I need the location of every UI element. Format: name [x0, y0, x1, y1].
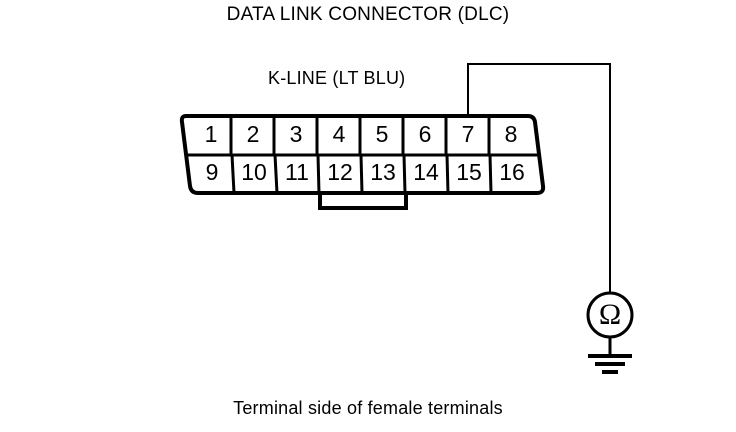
pin-label-3: 3 [290, 121, 303, 147]
cell-divider-bottom-5 [402, 154, 407, 194]
pin-label-6: 6 [419, 121, 432, 147]
k-line-wire-label: K-LINE (LT BLU) [268, 68, 406, 88]
pin-label-15: 15 [456, 159, 482, 185]
cell-divider-bottom-1 [230, 154, 236, 194]
pin-label-2: 2 [247, 121, 260, 147]
pin-label-16: 16 [499, 159, 525, 185]
pin-label-13: 13 [370, 159, 396, 185]
pin-label-5: 5 [376, 121, 389, 147]
pin-label-14: 14 [413, 159, 439, 185]
cell-divider-bottom-4 [359, 154, 364, 194]
cell-divider-bottom-2 [273, 154, 279, 194]
pin-label-8: 8 [505, 121, 518, 147]
cell-divider-bottom-3 [316, 154, 321, 194]
pin-label-11: 11 [285, 159, 309, 185]
page-title: DATA LINK CONNECTOR (DLC) [226, 4, 510, 25]
pin-label-9: 9 [206, 159, 219, 185]
ohm-symbol: Ω [599, 298, 621, 331]
cell-divider-bottom-6 [445, 154, 450, 194]
pin-label-7: 7 [462, 121, 475, 147]
connector-keying-tab [318, 191, 408, 210]
diagram-caption: Terminal side of female terminals [233, 398, 503, 418]
pin-label-12: 12 [327, 159, 353, 185]
k-line-wire-path [467, 63, 611, 293]
pin-label-4: 4 [333, 121, 346, 147]
pin-label-1: 1 [205, 121, 218, 147]
connector-outline [179, 114, 546, 195]
cell-divider-bottom-7 [488, 154, 493, 194]
pin-label-10: 10 [241, 159, 267, 185]
